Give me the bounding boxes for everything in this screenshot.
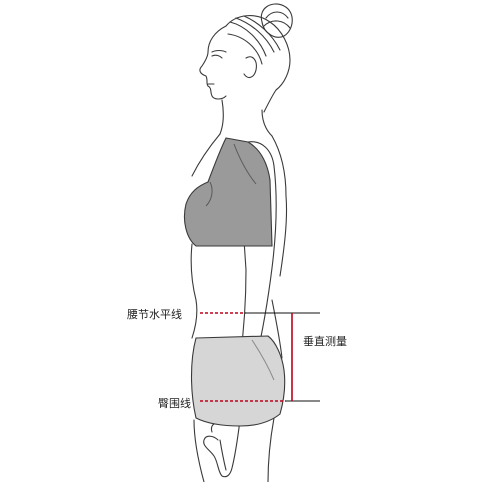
neck [219, 99, 224, 135]
hand [203, 419, 241, 478]
face-profile [199, 25, 227, 100]
briefs [190, 335, 286, 427]
vertical-measure-label: 垂直测量 [303, 335, 347, 348]
bra [183, 137, 273, 247]
hair-bun [260, 3, 293, 38]
eye [211, 54, 223, 59]
head-outline [225, 15, 291, 113]
ear [243, 56, 257, 79]
waist-label: 腰节水平线 [127, 308, 182, 321]
hip-label: 臀围线 [158, 397, 191, 410]
